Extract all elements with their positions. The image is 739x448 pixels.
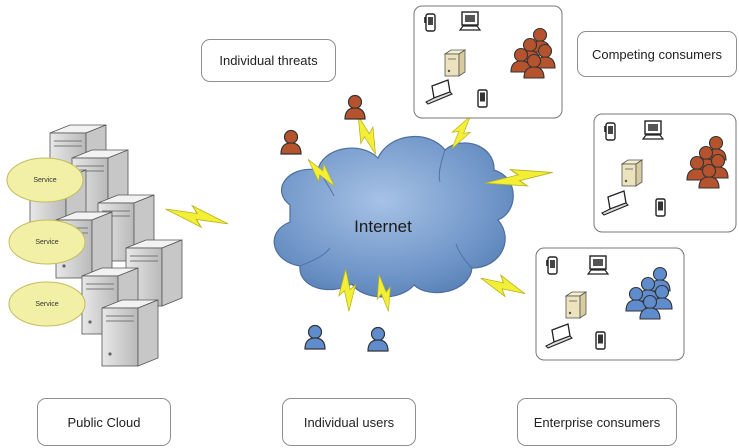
- individual-threats-label: Individual threats: [201, 39, 336, 82]
- competing-consumers-label: Competing consumers: [577, 31, 737, 77]
- service-bubble-2: Service: [8, 219, 86, 265]
- service-label-2: Service: [35, 239, 58, 246]
- pda-icon: [477, 89, 488, 108]
- individual-users-label: Individual users: [282, 398, 416, 446]
- internet-label: Internet: [354, 217, 412, 236]
- service-bubble-3: Service: [8, 281, 86, 327]
- threat-persons: [280, 94, 366, 155]
- internet-cloud: Internet: [273, 136, 514, 298]
- enterprise-consumers-group: [535, 247, 685, 361]
- user-persons: [304, 324, 389, 352]
- minisrv-icon: [565, 291, 587, 319]
- phone-icon: [424, 13, 436, 32]
- phone-icon: [604, 122, 616, 141]
- desktop-icon: [642, 120, 664, 140]
- person-icon: [344, 94, 366, 120]
- service-bubble-1: Service: [6, 157, 84, 203]
- person-icon: [367, 326, 389, 352]
- competing-consumers-group-middle: [593, 113, 737, 233]
- phone-icon: [546, 256, 558, 275]
- service-label-1: Service: [33, 177, 56, 184]
- minisrv-icon: [444, 49, 466, 77]
- public-cloud-label: Public Cloud: [37, 398, 171, 446]
- person-icon: [280, 129, 302, 155]
- minisrv-icon: [621, 159, 643, 187]
- pda-icon: [655, 198, 666, 217]
- desktop-icon: [587, 255, 609, 275]
- pda-icon: [595, 331, 606, 350]
- desktop-icon: [459, 11, 481, 31]
- competing-consumers-group-top: [413, 5, 563, 119]
- enterprise-consumers-label: Enterprise consumers: [517, 398, 677, 446]
- service-label-3: Service: [35, 301, 58, 308]
- person-icon: [304, 324, 326, 350]
